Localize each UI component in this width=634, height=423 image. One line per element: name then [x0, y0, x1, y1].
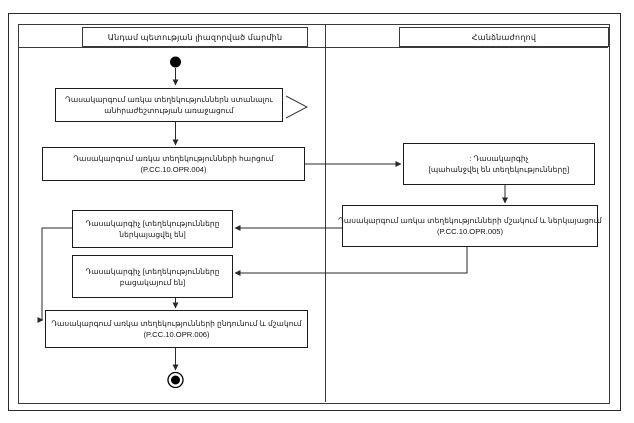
state-box-classifier-required: : Դասակարգիչ [պահանջվել են տեղեկությունն… [403, 143, 595, 185]
state-text: ներկայացվել են] [119, 230, 186, 239]
state-text: : Դասակարգիչ [469, 154, 529, 163]
state-text: բացակայում են] [119, 277, 186, 287]
header-separator-line [18, 47, 608, 48]
state-text: Դասակարգիչ [տեղեկությունները [85, 219, 220, 228]
activity-text: Դասակարգում առկա տեղեկություններն ստանալ… [65, 95, 273, 104]
swimlane-header-commission: Հանձնաժողով [399, 27, 609, 47]
activity-text: Դասակարգում առկա տեղեկությունների հարցու… [73, 154, 274, 163]
activity-text: անհրաժեշտության առաջացում [104, 106, 234, 115]
activity-text: Դասակարգում առկա տեղեկությունների ընդուն… [51, 319, 302, 328]
activity-box-need: Դասակարգում առկա տեղեկություններն ստանալ… [55, 88, 283, 122]
activity-code: (P.CC.10.OPR.005) [436, 227, 504, 236]
state-box-classifier-absent: Դասակարգիչ [տեղեկությունները բացակայում … [72, 255, 233, 298]
swimlane-divider [325, 24, 326, 402]
swimlane-header-authorized-body: Անդամ պետության լիազորված մարմին [82, 27, 308, 47]
activity-box-request: Դասակարգում առկա տեղեկությունների հարցու… [42, 147, 305, 181]
state-box-classifier-presented: Դասակարգիչ [տեղեկությունները ներկայացվել… [72, 210, 233, 248]
swimlane-title: Հանձնաժողով [471, 33, 537, 42]
activity-code: (P.CC.10.OPR.004) [140, 165, 207, 174]
swimlane-title: Անդամ պետության լիազորված մարմին [107, 33, 283, 42]
state-text: Դասակարգիչ [տեղեկությունները [85, 266, 220, 276]
activity-code: (P.CC.10.OPR.006) [143, 330, 210, 339]
activity-box-process-present: Դասակարգում առկա տեղեկությունների մշակու… [338, 205, 602, 247]
activity-box-receive-process: Դասակարգում առկա տեղեկությունների ընդուն… [45, 310, 308, 348]
state-text: [պահանջվել են տեղեկությունները] [428, 165, 570, 174]
activity-text: Դասակարգում առկա տեղեկությունների մշակու… [338, 216, 602, 225]
